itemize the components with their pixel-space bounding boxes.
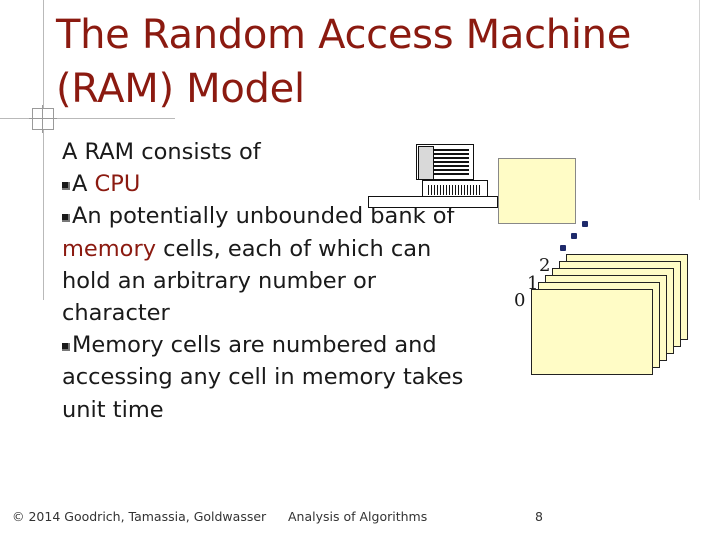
- slide-title: The Random Access Machine (RAM) Model: [56, 8, 696, 116]
- slide-body: A RAM consists of A CPU An potentially u…: [62, 136, 512, 426]
- frame-line-horizontal: [0, 118, 175, 119]
- square-bullet-icon: [62, 343, 70, 352]
- frame-line-vertical: [43, 0, 44, 300]
- bullet-memory-highlight: memory: [62, 235, 157, 262]
- ellipsis-dot: [582, 221, 588, 227]
- bullet-cpu-prefix: A: [72, 171, 95, 198]
- square-bullet-icon: [62, 214, 70, 223]
- intro-line: A RAM consists of: [62, 139, 261, 165]
- bullet-numbered-line-3: unit time: [62, 396, 164, 423]
- memory-label-1: 1: [527, 273, 539, 294]
- bullet-numbered: Memory cells are numbered and: [62, 329, 512, 361]
- square-bullet-icon: [62, 182, 70, 191]
- memory-label-2: 2: [539, 255, 551, 276]
- ellipsis-dot: [571, 233, 577, 239]
- footer-copyright: © 2014 Goodrich, Tamassia, Goldwasser: [12, 509, 267, 524]
- bullet-memory-line-3: hold an arbitrary number or: [62, 267, 377, 294]
- title-line-1: The Random Access Machine: [56, 12, 632, 58]
- desk-base-icon: [368, 196, 498, 208]
- ellipsis-dot: [560, 245, 566, 251]
- bullet-numbered-line-2: accessing any cell in memory takes: [62, 364, 464, 391]
- memory-cell: [531, 289, 653, 375]
- bullet-cpu: A CPU: [62, 168, 512, 200]
- computer-icon: [368, 144, 500, 216]
- memory-label-0: 0: [514, 290, 526, 311]
- frame-line-right: [699, 0, 700, 200]
- bullet-memory-line-2: memory cells, each of which can: [62, 233, 512, 265]
- page-number: 8: [535, 509, 543, 524]
- bullet-memory-rest: cells, each of which can: [156, 235, 432, 262]
- footer-course: Analysis of Algorithms: [288, 509, 428, 524]
- cpu-box: [498, 158, 576, 224]
- bullet-memory-line-4: character: [62, 300, 170, 327]
- bullet-numbered-line-1: Memory cells are numbered and: [72, 332, 437, 359]
- title-line-2: (RAM) Model: [56, 66, 305, 112]
- tower-icon: [418, 146, 434, 180]
- bullet-cpu-highlight: CPU: [94, 171, 141, 198]
- corner-ornament: [29, 105, 57, 133]
- keyboard-icon: [422, 180, 488, 200]
